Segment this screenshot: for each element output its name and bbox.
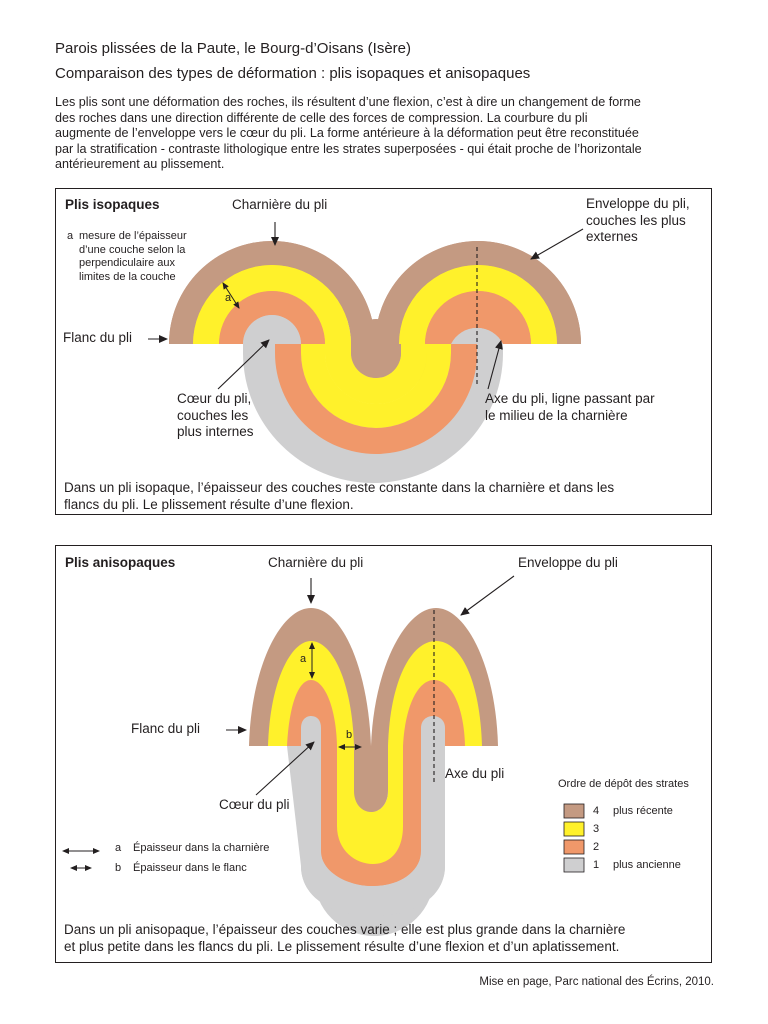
caption-line: flancs du pli. Le plissement résulte d’u… xyxy=(64,497,354,512)
intro-line: augmente de l’enveloppe vers le cœur du … xyxy=(55,126,639,141)
panel-isopaque: Plis isopaques Charnière du pli Envelopp… xyxy=(55,188,712,515)
intro-line: Les plis sont une déformation des roches… xyxy=(55,95,641,109)
label-line: plus internes xyxy=(177,424,254,439)
arch-left-4 xyxy=(169,241,375,344)
iso-a-description: mesure de l’épaisseur d’une couche selon… xyxy=(79,230,187,284)
label-line: le milieu de la charnière xyxy=(485,407,628,423)
intro-line: par la stratification - contraste lithol… xyxy=(55,141,642,156)
footer-credit: Mise en page, Parc national des Écrins, … xyxy=(479,976,714,988)
axe-arrow xyxy=(487,340,503,390)
legend-number-2: 2 xyxy=(593,841,600,853)
arch-right-1 xyxy=(451,327,503,344)
iso-title: Plis isopaques xyxy=(65,197,160,212)
u-layer-2b xyxy=(275,344,477,454)
enveloppe-arrow xyxy=(530,228,584,260)
u-layer-1 xyxy=(243,344,503,483)
iso-caption: Dans un pli isopaque, l’épaisseur des co… xyxy=(64,479,614,513)
label-line: Cœur du pli, xyxy=(177,391,252,406)
caption-line: Dans un pli anisopaque, l’épaisseur des … xyxy=(64,922,626,937)
aniso-a-on-diagram: a xyxy=(300,653,307,665)
trough-layer-2b xyxy=(287,731,445,916)
iso-coeur-label: Cœur du pli, couches les plus internes xyxy=(177,391,254,441)
aniso-coeur-label: Cœur du pli xyxy=(219,797,290,812)
iso-charniere-label: Charnière du pli xyxy=(232,197,328,212)
trough-layer-2c xyxy=(321,746,421,886)
aniso-caption: Dans un pli anisopaque, l’épaisseur des … xyxy=(64,921,625,955)
iso-enveloppe-label: Enveloppe du pli, couches les plus exter… xyxy=(586,196,690,246)
legend-swatch-1 xyxy=(563,857,585,873)
u-layer-4 xyxy=(351,344,401,378)
iso-a-marker: a xyxy=(67,230,74,242)
arch-right-3 xyxy=(399,265,557,344)
label-line: mesure de l’épaisseur xyxy=(79,230,187,242)
u-layer-3 xyxy=(325,344,427,404)
aniso-title: Plis anisopaques xyxy=(65,555,176,570)
arch-left-2 xyxy=(287,680,337,746)
arch-right-2 xyxy=(403,680,465,746)
aniso-charniere-label: Charnière du pli xyxy=(268,555,364,570)
page-subtitle: Comparaison des types de déformation : p… xyxy=(55,65,531,82)
key-b-description: Épaisseur dans le flanc xyxy=(133,862,247,874)
trough-core xyxy=(354,746,388,812)
trough-layer-3 xyxy=(337,746,403,864)
key-a-marker: a xyxy=(115,842,122,854)
intro-line: des roches dans une direction différente… xyxy=(55,110,588,125)
anisopaque-fold-diagram xyxy=(62,575,585,936)
thickness-a-arrow xyxy=(222,282,240,309)
iso-a-on-diagram: a xyxy=(225,292,232,304)
legend-title: Ordre de dépôt des strates xyxy=(558,778,689,790)
legend-swatch-3 xyxy=(563,821,585,837)
page-title: Parois plissées de la Paute, le Bourg-d’… xyxy=(55,40,412,57)
label-line: limites de la couche xyxy=(79,270,176,283)
arch-right-4 xyxy=(375,241,581,344)
panel-anisopaque: Plis anisopaques Charnière du pli Envelo… xyxy=(55,545,712,963)
coeur-arrow xyxy=(217,339,270,390)
legend-number-3: 3 xyxy=(593,823,600,835)
isopaque-fold-diagram xyxy=(148,222,584,483)
legend-swatch-2 xyxy=(563,839,585,855)
intro-line: antérieurement au plissement. xyxy=(55,157,225,172)
iso-axe-label: Axe du pli, ligne passant par le milieu … xyxy=(485,391,655,424)
aniso-axe-label: Axe du pli xyxy=(445,766,505,781)
label-line: Enveloppe du pli, xyxy=(586,196,690,211)
caption-line: Dans un pli isopaque, l’épaisseur des co… xyxy=(64,480,615,495)
key-a-description: Épaisseur dans la charnière xyxy=(133,842,270,854)
label-line: couches les xyxy=(177,407,249,423)
caption-line: et plus petite dans les flancs du pli. L… xyxy=(64,939,620,954)
aniso-b-on-diagram: b xyxy=(346,729,353,741)
key-b-marker: b xyxy=(115,862,122,874)
legend-swatch-4 xyxy=(563,803,585,819)
legend-label-4: plus récente xyxy=(613,805,673,817)
arch-right-1 xyxy=(421,716,445,746)
aniso-flanc-label: Flanc du pli xyxy=(131,721,201,736)
arch-right-2 xyxy=(425,291,531,344)
intro-paragraph: Les plis sont une déformation des roches… xyxy=(55,95,725,173)
label-line: d’une couche selon la xyxy=(79,243,186,256)
iso-flanc-label: Flanc du pli xyxy=(63,330,133,345)
coeur-arrow xyxy=(255,741,315,796)
legend-number-1: 1 xyxy=(593,859,600,871)
legend-number-4: 4 xyxy=(593,805,600,817)
label-line: externes xyxy=(586,229,638,244)
aniso-enveloppe-label: Enveloppe du pli xyxy=(518,555,618,570)
u-layer-2 xyxy=(301,344,451,428)
label-line: Axe du pli, ligne passant par xyxy=(485,391,655,406)
label-line: couches les plus xyxy=(586,212,686,228)
label-line: perpendiculaire aux xyxy=(79,257,176,269)
enveloppe-arrow xyxy=(460,575,515,616)
legend-label-1: plus ancienne xyxy=(613,859,681,871)
arch-left-1 xyxy=(243,315,301,344)
arch-left-2 xyxy=(219,291,325,344)
